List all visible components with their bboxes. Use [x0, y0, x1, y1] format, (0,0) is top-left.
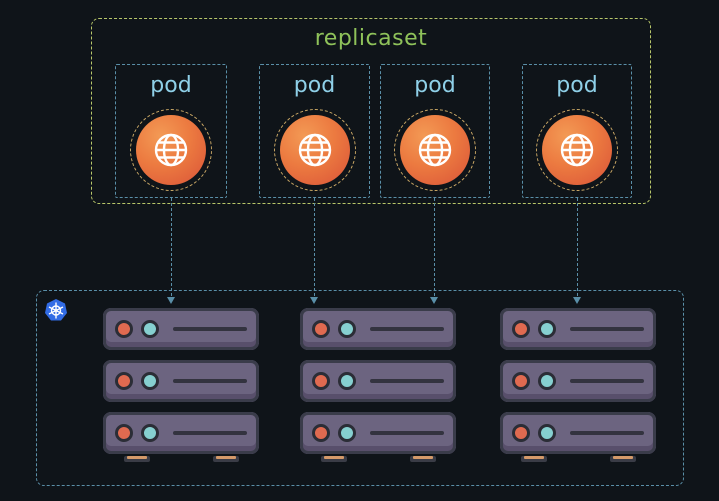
drive-slot: [370, 327, 444, 331]
status-led-cyan: [338, 424, 356, 442]
status-led-red: [115, 320, 133, 338]
status-led-cyan: [141, 320, 159, 338]
drive-slot: [370, 431, 444, 435]
pod-label: pod: [150, 73, 192, 98]
server-icon: [500, 308, 656, 350]
status-led-red: [512, 320, 530, 338]
server-icon: [500, 360, 656, 402]
pod-ring: [273, 109, 356, 191]
status-led-red: [312, 424, 330, 442]
pod-4-connector: [577, 198, 578, 296]
cluster-boundary: [36, 290, 684, 486]
status-led-red: [512, 372, 530, 390]
status-led-cyan: [338, 372, 356, 390]
arrowhead-icon: [167, 297, 175, 304]
status-led-cyan: [338, 320, 356, 338]
pod-label: pod: [414, 73, 456, 98]
pod-box-3[interactable]: pod: [380, 64, 490, 198]
arrowhead-icon: [573, 297, 581, 304]
status-led-cyan: [141, 424, 159, 442]
replicaset-boundary: [91, 18, 651, 204]
pod-2-connector: [314, 198, 315, 296]
status-led-red: [115, 372, 133, 390]
status-led-red: [512, 424, 530, 442]
globe-icon: [542, 115, 612, 185]
server-icon: [103, 412, 259, 454]
server-foot: [610, 456, 636, 462]
pod-label: pod: [556, 73, 598, 98]
globe-icon: [279, 115, 350, 185]
pod-box-1[interactable]: pod: [115, 64, 227, 198]
server-foot: [521, 456, 547, 462]
server-icon: [300, 412, 456, 454]
server-foot: [213, 456, 239, 462]
drive-slot: [570, 379, 644, 383]
server-icon: [300, 360, 456, 402]
drive-slot: [173, 431, 247, 435]
drive-slot: [173, 379, 247, 383]
pod-ring: [394, 109, 476, 191]
pod-ring: [130, 109, 212, 191]
arrowhead-icon: [430, 297, 438, 304]
pod-box-2[interactable]: pod: [259, 64, 370, 198]
status-led-cyan: [141, 372, 159, 390]
status-led-cyan: [538, 424, 556, 442]
server-icon: [500, 412, 656, 454]
drive-slot: [173, 327, 247, 331]
kubernetes-icon: [44, 298, 68, 322]
drive-slot: [570, 327, 644, 331]
status-led-red: [115, 424, 133, 442]
server-icon: [300, 308, 456, 350]
server-icon: [103, 308, 259, 350]
globe-icon: [400, 115, 470, 185]
drive-slot: [570, 431, 644, 435]
status-led-cyan: [538, 320, 556, 338]
pod-label: pod: [293, 73, 336, 98]
pod-1-connector: [171, 198, 172, 296]
replicaset-label: replicaset: [314, 26, 428, 51]
drive-slot: [370, 379, 444, 383]
status-led-cyan: [538, 372, 556, 390]
status-led-red: [312, 320, 330, 338]
pod-3-connector: [434, 198, 435, 296]
status-led-red: [312, 372, 330, 390]
globe-icon: [136, 115, 206, 185]
server-foot: [321, 456, 347, 462]
server-icon: [103, 360, 259, 402]
server-foot: [124, 456, 150, 462]
arrowhead-icon: [310, 297, 318, 304]
pod-box-4[interactable]: pod: [522, 64, 632, 198]
pod-ring: [536, 109, 618, 191]
server-foot: [410, 456, 436, 462]
